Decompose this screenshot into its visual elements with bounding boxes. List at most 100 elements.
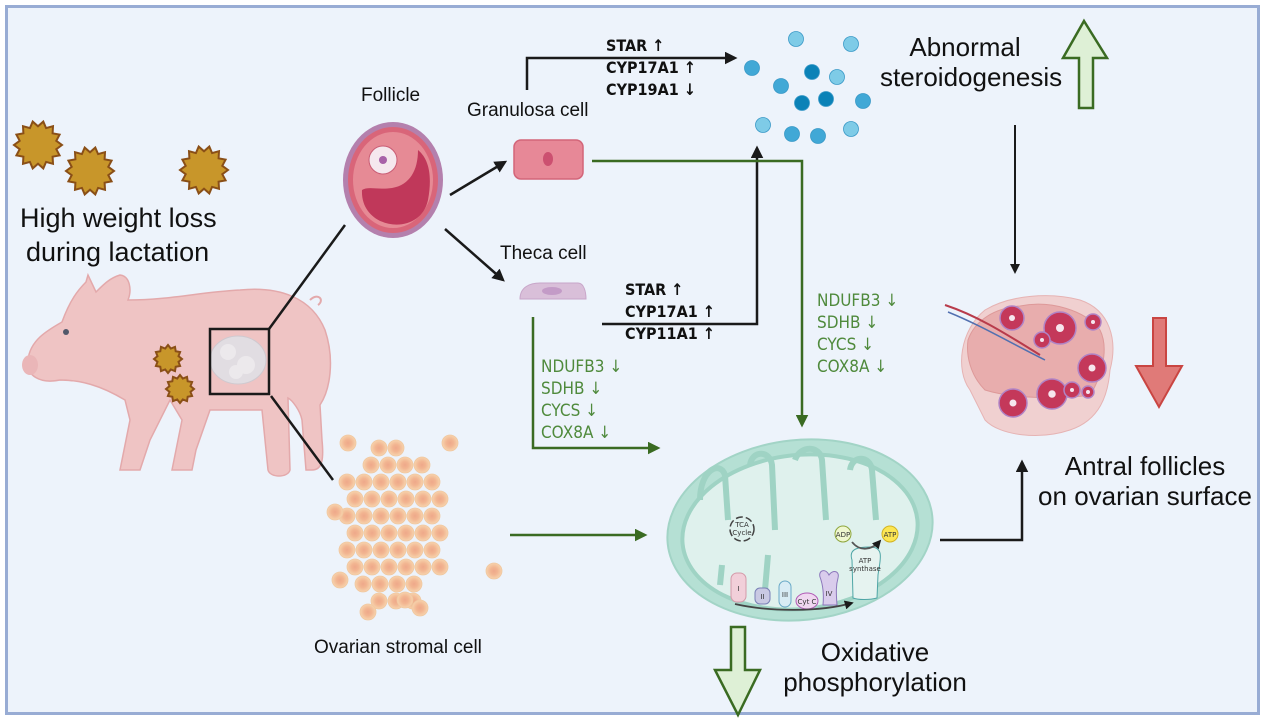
stromal-cell xyxy=(389,541,407,559)
stromal-cell xyxy=(389,473,407,491)
arrow-theca-mito xyxy=(531,317,661,455)
granulosa-nucleus xyxy=(543,152,553,166)
oocyte xyxy=(1088,364,1096,372)
oocyte xyxy=(1048,390,1056,398)
stromal-cell xyxy=(396,456,414,474)
theca-oxphos-gene-list: NDUFB3 ↓SDHB ↓CYCS ↓COX8A ↓ xyxy=(541,356,622,444)
gene-item: CYP11A1 ↑ xyxy=(625,324,715,343)
stromal-cell xyxy=(372,507,390,525)
tca-label-1: TCA xyxy=(734,521,749,529)
stromal-cell xyxy=(363,490,381,508)
stromal-cell xyxy=(326,503,344,521)
steroid-molecule xyxy=(855,93,871,109)
gene-item: SDHB ↓ xyxy=(541,379,603,399)
steroid-molecule xyxy=(784,126,800,142)
complex-ii-label: II xyxy=(760,593,764,601)
fat-cell-icon xyxy=(64,145,116,197)
stromal-cell xyxy=(406,541,424,559)
stromal-cell xyxy=(346,490,364,508)
stromal-cell xyxy=(370,592,388,610)
down-arrow-red-icon xyxy=(1134,317,1184,410)
zoom-line-follicle xyxy=(267,224,347,330)
complex-iv-label: IV xyxy=(826,590,833,598)
ovarian-stromal-cell-label: Ovarian stromal cell xyxy=(314,637,482,658)
oxphos-label-line2: phosphorylation xyxy=(783,666,967,697)
gene-item: CYP19A1 ↓ xyxy=(606,80,696,99)
theca-gene-list: STAR ↑CYP17A1 ↑CYP11A1 ↑ xyxy=(625,279,715,345)
abnormal-label-line1: Abnormal xyxy=(909,32,1021,62)
tca-label-2: Cycle xyxy=(732,529,751,537)
stromal-cell xyxy=(338,473,356,491)
stromal-cell xyxy=(338,541,356,559)
cyt-c-label: Cyt C xyxy=(798,598,817,606)
pig-fat-icon xyxy=(152,343,196,405)
stromal-cell xyxy=(414,490,432,508)
steroid-molecule xyxy=(773,78,789,94)
stromal-cell xyxy=(423,473,441,491)
stromal-cell xyxy=(346,524,364,542)
stromal-cell xyxy=(405,575,423,593)
gene-item: CYP17A1 ↑ xyxy=(606,58,696,77)
fat-cell-icon xyxy=(152,343,184,375)
gene-item: CYCS ↓ xyxy=(541,401,599,421)
arrow-granulosa-steroid xyxy=(525,51,738,90)
theca-nucleus xyxy=(542,287,562,295)
arrow-mito-ovary xyxy=(940,459,1029,542)
stromal-cell xyxy=(397,524,415,542)
mitochondrion-illustration: TCA Cycle I II III Cyt C IV ATP synthase… xyxy=(666,438,934,622)
oocyte xyxy=(1040,338,1044,342)
stromal-cell xyxy=(370,439,388,457)
oocyte xyxy=(1009,315,1015,321)
granulosa-cell-label: Granulosa cell xyxy=(467,100,589,121)
stromal-cell xyxy=(339,434,357,452)
stromal-cell xyxy=(331,571,349,589)
gene-item: COX8A ↓ xyxy=(541,423,612,443)
adp-label: ADP xyxy=(836,531,850,539)
stromal-cell xyxy=(423,507,441,525)
stromal-cell xyxy=(380,524,398,542)
stromal-cell xyxy=(485,562,503,580)
abnormal-label-line2: steroidogenesis xyxy=(880,61,1063,92)
fat-cell-icon xyxy=(12,119,230,197)
stromal-cell xyxy=(362,456,380,474)
stromal-cell xyxy=(355,541,373,559)
fat-cell-icon xyxy=(164,373,196,405)
pig-illustration xyxy=(22,272,332,477)
steroid-molecule xyxy=(755,117,771,133)
granulosa-oxphos-gene-list: NDUFB3 ↓SDHB ↓CYCS ↓COX8A ↓ xyxy=(817,290,898,378)
theca-cell-label: Theca cell xyxy=(500,243,587,264)
complex-iv xyxy=(819,570,839,606)
gene-item: COX8A ↓ xyxy=(817,357,888,377)
gene-item: STAR ↑ xyxy=(606,36,665,55)
granulosa-gene-list: STAR ↑ CYP17A1 ↑ CYP19A1 ↓ xyxy=(606,35,696,101)
stromal-cell xyxy=(372,473,390,491)
stromal-cell xyxy=(380,490,398,508)
weight-loss-label-line1: High weight loss xyxy=(20,203,217,233)
atp-label: ATP xyxy=(884,531,897,539)
stromal-cell xyxy=(397,558,415,576)
steroid-molecule xyxy=(744,60,760,76)
stromal-cell xyxy=(431,524,449,542)
steroid-molecule xyxy=(810,128,826,144)
oocyte xyxy=(1056,324,1064,332)
stromal-cell xyxy=(372,541,390,559)
complex-i xyxy=(730,572,747,603)
oocyte xyxy=(1091,320,1095,324)
gene-item: NDUFB3 ↓ xyxy=(541,357,623,377)
up-arrow-icon xyxy=(1060,18,1110,110)
stromal-cell xyxy=(355,473,373,491)
stromal-cell xyxy=(431,490,449,508)
stromal-cell xyxy=(388,575,406,593)
oocyte xyxy=(1009,399,1017,407)
complex-i-label: I xyxy=(737,585,739,593)
antral-follicles-label: Antral follicles on ovarian surface xyxy=(1035,451,1255,512)
oocyte xyxy=(1086,390,1090,394)
gene-item: CYP17A1 ↑ xyxy=(625,302,715,321)
oxidative-phosphorylation-label: Oxidative phosphorylation xyxy=(780,637,970,698)
down-arrow-green-icon xyxy=(712,625,763,718)
stromal-cell xyxy=(379,456,397,474)
oocyte xyxy=(1070,388,1074,392)
stromal-cells xyxy=(326,434,503,621)
gene-item: SDHB ↓ xyxy=(817,313,879,333)
stromal-cell xyxy=(354,575,372,593)
